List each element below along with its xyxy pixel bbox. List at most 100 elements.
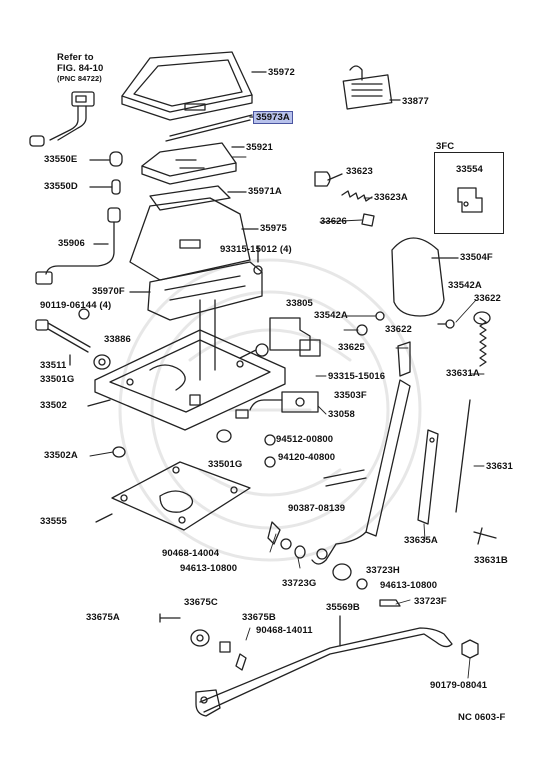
- part-33623A-spring: [341, 190, 373, 202]
- inset-title: 3FC: [436, 141, 455, 152]
- connector-switch: [29, 91, 95, 147]
- part-35972-cover: [121, 51, 267, 121]
- label-35971A[interactable]: 35971A: [248, 186, 282, 197]
- label-33550E[interactable]: 33550E: [44, 154, 78, 165]
- part-35921-indicator: [141, 142, 245, 185]
- part-33502A-grommet: [112, 446, 126, 458]
- part-94512-washer: [264, 434, 276, 446]
- label-33504F[interactable]: 33504F: [460, 252, 493, 263]
- label-33675C[interactable]: 33675C: [184, 597, 218, 608]
- label-33511[interactable]: 33511: [40, 360, 67, 371]
- part-90179-nut: [461, 639, 479, 659]
- label-33502A[interactable]: 33502A: [44, 450, 78, 461]
- part-35569B-rod: [195, 615, 453, 717]
- part-33877-plate: [342, 65, 401, 110]
- label-35906[interactable]: 35906: [58, 238, 85, 249]
- label-33623A[interactable]: 33623A: [374, 192, 408, 203]
- label-33622[interactable]: 33622: [385, 324, 412, 335]
- part-33805-solenoid: [239, 317, 321, 359]
- label-33805[interactable]: 33805: [286, 298, 313, 309]
- part-33511-pin: [35, 319, 91, 366]
- part-90387-pin: [323, 469, 367, 487]
- label-35975[interactable]: 35975: [260, 223, 287, 234]
- part-33675C-bush: [190, 629, 210, 647]
- part-33504F-knob: [391, 237, 459, 317]
- label-94120-40800[interactable]: 94120-40800: [278, 452, 336, 463]
- label-33877[interactable]: 33877: [402, 96, 429, 107]
- label-33723H[interactable]: 33723H: [366, 565, 400, 576]
- part-33631A-spring: [479, 317, 487, 367]
- part-90119-nut: [78, 308, 90, 320]
- label-90179-08041[interactable]: 90179-08041: [430, 680, 488, 691]
- label-33631A[interactable]: 33631A: [446, 368, 480, 379]
- label-35970F[interactable]: 35970F: [92, 286, 125, 297]
- part-35970F-housing: [129, 245, 263, 321]
- label-33503F[interactable]: 33503F: [334, 390, 367, 401]
- part-33542A-screw: [437, 319, 455, 329]
- part-35906-socket: [35, 207, 121, 285]
- label-35973A-highlighted[interactable]: 35973A: [253, 111, 293, 124]
- label-93315-15012[interactable]: 93315-15012 (4): [220, 244, 292, 255]
- label-33675A[interactable]: 33675A: [86, 612, 120, 623]
- part-33635A-rod: [417, 429, 439, 525]
- label-93315-15016[interactable]: 93315-15016: [328, 371, 386, 382]
- label-33723G[interactable]: 33723G: [282, 578, 317, 589]
- label-33631B[interactable]: 33631B: [474, 555, 508, 566]
- part-94613-washer-l: [280, 538, 292, 550]
- refer-to-label: Refer to: [57, 52, 94, 63]
- label-35921[interactable]: 35921: [246, 142, 273, 153]
- refer-fig-label: FIG. 84-10: [57, 63, 104, 74]
- part-33542A-small: [375, 311, 385, 321]
- part-33723H-bush: [332, 563, 352, 581]
- label-90468-14004[interactable]: 90468-14004: [162, 548, 220, 559]
- part-90468-clip: [267, 521, 281, 545]
- label-33550D[interactable]: 33550D: [44, 181, 78, 192]
- label-94613-10800-right[interactable]: 94613-10800: [380, 580, 438, 591]
- part-33625-stopper: [397, 341, 411, 377]
- label-33542A-right[interactable]: 33542A: [448, 280, 482, 291]
- label-33501G[interactable]: 33501G: [40, 374, 75, 385]
- part-94613-washer-r: [356, 578, 368, 590]
- label-33554[interactable]: 33554: [456, 164, 483, 175]
- part-35971A-plate: [149, 185, 247, 211]
- label-35569B[interactable]: 35569B: [326, 602, 360, 613]
- part-33622-cap: [473, 311, 491, 325]
- label-33675B[interactable]: 33675B: [242, 612, 276, 623]
- label-94613-10800-left[interactable]: 94613-10800: [180, 563, 238, 574]
- part-33501G-bush-lower: [216, 429, 232, 443]
- part-33503F-lever: [311, 379, 411, 565]
- leader-lines: [89, 156, 485, 679]
- label-33626[interactable]: 33626: [320, 216, 347, 227]
- label-33058[interactable]: 33058: [328, 409, 355, 420]
- part-33626-clip: [361, 213, 375, 227]
- label-33625[interactable]: 33625: [338, 342, 365, 353]
- label-90468-14011[interactable]: 90468-14011: [256, 625, 313, 636]
- part-33554-bracket: [457, 187, 483, 213]
- label-90387-08139[interactable]: 90387-08139: [288, 503, 346, 514]
- part-33675A-bolt: [159, 613, 181, 623]
- part-33550E-bulb: [89, 151, 123, 167]
- label-33502[interactable]: 33502: [40, 400, 67, 411]
- label-33501G-lower[interactable]: 33501G: [208, 459, 243, 470]
- label-33622-right[interactable]: 33622: [474, 293, 501, 304]
- label-33723F[interactable]: 33723F: [414, 596, 447, 607]
- label-33635A[interactable]: 33635A: [404, 535, 438, 546]
- inset-3fc-box: [434, 152, 504, 234]
- label-33886[interactable]: 33886: [104, 334, 131, 345]
- label-33555[interactable]: 33555: [40, 516, 67, 527]
- label-33623[interactable]: 33623: [346, 166, 373, 177]
- label-33542A[interactable]: 33542A: [314, 310, 348, 321]
- part-33631B-pin: [473, 527, 497, 545]
- part-94120-nut: [264, 456, 276, 468]
- label-33631[interactable]: 33631: [486, 461, 513, 472]
- label-35972[interactable]: 35972: [268, 67, 295, 78]
- label-94512-00800[interactable]: 94512-00800: [276, 434, 334, 445]
- part-35975-boot: [129, 197, 259, 281]
- refer-pnc-label: (PNC 84722): [57, 74, 102, 83]
- part-33502-base: [87, 299, 286, 431]
- part-33723F-pin: [379, 599, 401, 607]
- label-90119-06144[interactable]: 90119-06144 (4): [40, 300, 112, 311]
- part-33675B-collar: [219, 641, 231, 653]
